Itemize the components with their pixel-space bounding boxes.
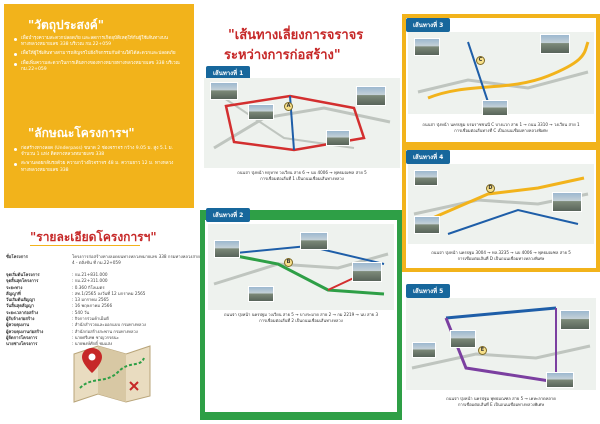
route-4-caption-line1: ถนนจ่า ปุ่งหน้า นครปฐม 3004 → ทล.3235 → … <box>431 250 571 255</box>
detail-row: ผู้รับจ้างก่อสร้าง : กิจการร่วมค้าเอ็มดี <box>6 316 200 322</box>
detail-value: : นายศรีเทพ ชาญวรรธนะ <box>72 334 119 340</box>
point-b-badge: B <box>284 258 293 267</box>
route-4-photo <box>414 170 438 186</box>
detail-row: วันเริ่มต้นสัญญา : 13 มกราคม 2565 <box>6 297 200 303</box>
route-2-photo <box>300 232 328 250</box>
route-4-caption: ถนนจ่า ปุ่งหน้า นครปฐม 3004 → ทล.3235 → … <box>406 250 596 262</box>
detail-row: สัญญาที่ : สท.1/2565 ลงวันที่ 12 มกราคม 2… <box>6 291 200 297</box>
detail-key: ชื่อโครงการ <box>6 254 28 259</box>
detail-key: ผู้ควบคุมงาน <box>6 322 30 328</box>
route-3-caption-line2: การเชื่อมต่อเส้นทางที่ C เป็นถนนเชื่อมทา… <box>454 128 548 133</box>
details-underline <box>30 245 140 246</box>
detail-row: ชื่อโครงการ โครงการก่อสร้างทางลอดบนทางหลว… <box>6 254 200 272</box>
route-3-photo <box>540 34 570 54</box>
details-title: "รายละเอียดโครงการฯ" <box>30 230 157 244</box>
left-panel: "วัตถุประสงค์" เพื่อบำรุงความสะดวกปลอดภั… <box>0 0 200 424</box>
detail-value: : 0.360 กิโลเมตร <box>72 284 105 290</box>
detail-value: : 13 มกราคม 2565 <box>72 297 109 303</box>
features-title: "ลักษณะโครงการฯ" <box>28 126 135 140</box>
folded-map-icon <box>73 345 151 403</box>
detail-value: : นายพงษ์ศักดิ์ ชมแสง <box>72 341 113 347</box>
detail-key: ระยะทาง <box>6 284 23 290</box>
detail-value: : สำนักก่อสร้างสะพาน กรมทางหลวง <box>72 328 138 334</box>
detail-value: : สำนักสำรวจและออกแบบ กรมทางหลวง <box>72 322 146 328</box>
route-3-caption: ถนนจ่า ปุ่งหน้า นครปฐม บรมราชชนนี C บางแ… <box>406 122 596 134</box>
route-1-photo <box>248 104 274 120</box>
route-1-caption-line1: ถนนจ่า ปุ่งหน้า ทกุหาท วงเวียน สาย 6 → น… <box>237 170 367 175</box>
route-5-caption-line2: การเชื่อมต่อเส้นที่ E เป็นถนนเชื่อมทางหล… <box>457 402 545 407</box>
features-list: ก่อสร้างทางลอด (Underpass) ขนาด 2 ช่องจร… <box>14 146 186 177</box>
route-5-caption: ถนนจ่า ปุ่งหน้า นครปฐม พุทธมณฑล สาย 5 → … <box>406 396 596 408</box>
route-3-photo <box>482 100 508 116</box>
objectives-title: "วัตถุประสงค์" <box>28 18 105 32</box>
detail-row: ระยะทาง : 0.360 กิโลเมตร <box>6 285 200 291</box>
feature-item: ก่อสร้างทางลอด (Underpass) ขนาด 2 ช่องจร… <box>14 146 186 158</box>
point-a-badge: A <box>284 102 293 111</box>
route-2-caption-line1: ถนนจ่า ปุ่งหน้า นครปฐม วงเวียน สาย 5 → บ… <box>223 312 379 317</box>
route-2-photo <box>352 262 382 282</box>
route-1-photo <box>326 130 350 146</box>
route-4-label: เส้นทางที่ 4 <box>406 150 451 164</box>
detail-key: จุดสิ้นสุดโครงการ <box>6 278 39 284</box>
detail-key: วันเริ่มต้นสัญญา <box>6 297 36 303</box>
route-5-photo <box>450 330 476 348</box>
point-c-badge: C <box>476 56 485 65</box>
detail-row: ผู้จัดการโครงการ : นายศรีเทพ ชาญวรรธนะ <box>6 335 200 341</box>
detail-row: ผู้ควบคุมงาน : สำนักสำรวจและออกแบบ กรมทาง… <box>6 322 200 328</box>
details-table: ชื่อโครงการ โครงการก่อสร้างทางลอดบนทางหลว… <box>6 254 200 348</box>
detail-key: สัญญาที่ <box>6 290 21 296</box>
route-2-photo <box>248 286 274 302</box>
route-4-photo <box>552 192 582 212</box>
detail-key: ผู้จัดการโครงการ <box>6 334 38 340</box>
route-5-label: เส้นทางที่ 5 <box>406 284 451 298</box>
route-1-label: เส้นทางที่ 1 <box>206 66 251 80</box>
detail-key: นายช่างโครงการ <box>6 341 38 347</box>
detail-value: : 540 วัน <box>72 309 90 315</box>
objectives-list: เพื่อบำรุงความสะดวกปลอดภัย และลดการเกิดอ… <box>14 36 186 76</box>
detail-key: วันสิ้นสุดสัญญา <box>6 303 34 309</box>
detail-row: ระยะเวลาก่อสร้าง : 540 วัน <box>6 310 200 316</box>
route-1-caption-line2: การเชื่อมต่อเส้นที่ 1 เป็นถนนเชื่อมเส้นท… <box>260 176 344 181</box>
detail-value: : กม.21+831.000 <box>72 272 108 277</box>
detail-value: : 16 พฤษภาคม 2566 <box>72 303 113 309</box>
objectives-box <box>4 4 194 208</box>
detail-value: : สท.1/2565 ลงวันที่ 12 มกราคม 2565 <box>72 290 146 296</box>
detail-value: : กิจการร่วมค้าเอ็มดี <box>72 316 109 322</box>
detail-row: จุดสิ้นสุดโครงการ : กม.22+311.000 <box>6 278 200 284</box>
feature-item: สะพานลอยกลับรถด้วย ความกว้างผิวจราจร 48 … <box>14 161 186 173</box>
detail-row: วันสิ้นสุดสัญญา : 16 พฤษภาคม 2566 <box>6 303 200 309</box>
route-5-photo <box>546 372 574 388</box>
detail-row: ผู้ควบคุมงานก่อสร้าง : สำนักก่อสร้างสะพาน… <box>6 329 200 335</box>
route-3-photo <box>414 38 440 56</box>
route-3-caption-line1: ถนนจ่า ปุ่งหน้า นครปฐม บรมราชชนนี C บางแ… <box>422 122 580 127</box>
point-d-badge: D <box>486 184 495 193</box>
detail-value: : กม.22+311.000 <box>72 278 108 284</box>
detail-row: นายช่างโครงการ : นายพงษ์ศักดิ์ ชมแสง <box>6 341 200 347</box>
objective-item: เพื่อให้ผู้ใช้เส้นทางสามารถสัญจรไปยังกิจ… <box>14 51 186 57</box>
route-3-label: เส้นทางที่ 3 <box>406 18 451 32</box>
detour-title-line1: "เส้นทางเลี่ยงการจราจร <box>228 28 364 43</box>
objective-item: เพื่อเพิ่มความสะดวกในการเดินทางของทางหมา… <box>14 61 186 73</box>
route-4-caption-line2: การเชื่อมต่อเส้นที่ D เป็นถนนเชื่อมทางหล… <box>457 256 545 261</box>
route-5-photo <box>560 310 590 330</box>
point-e-badge: E <box>478 346 487 355</box>
route-2-label: เส้นทางที่ 2 <box>206 208 251 222</box>
route-1-caption: ถนนจ่า ปุ่งหน้า ทกุหาท วงเวียน สาย 6 → น… <box>204 170 400 182</box>
detour-title-line2: ระหว่างการก่อสร้าง" <box>224 48 341 63</box>
detail-value: โครงการก่อสร้างทางลอดบนทางหลวงหมายเลข 33… <box>72 254 200 266</box>
detail-key: ผู้รับจ้างก่อสร้าง <box>6 316 35 322</box>
detail-key: ผู้ควบคุมงานก่อสร้าง <box>6 328 44 334</box>
route-1-photo <box>356 86 386 106</box>
route-1-photo <box>210 82 238 100</box>
route-4-photo <box>414 216 440 234</box>
objective-item: เพื่อบำรุงความสะดวกปลอดภัย และลดการเกิดอ… <box>14 36 186 48</box>
route-2-caption: ถนนจ่า ปุ่งหน้า นครปฐม วงเวียน สาย 5 → บ… <box>206 312 396 324</box>
route-5-caption-line1: ถนนจ่า ปุ่งหน้า นครปฐม พุทธมณฑล สาย 5 → … <box>446 396 556 401</box>
detail-row: จุดเริ่มต้นโครงการ : กม.21+831.000 <box>6 272 200 278</box>
route-2-caption-line2: การเชื่อมต่อเส้นที่ 2 เป็นถนนเชื่อมเส้นท… <box>259 318 343 323</box>
detail-key: ระยะเวลาก่อสร้าง <box>6 309 39 315</box>
route-2-photo <box>214 240 240 258</box>
detail-key: จุดเริ่มต้นโครงการ <box>6 272 40 277</box>
route-5-photo <box>412 342 436 358</box>
